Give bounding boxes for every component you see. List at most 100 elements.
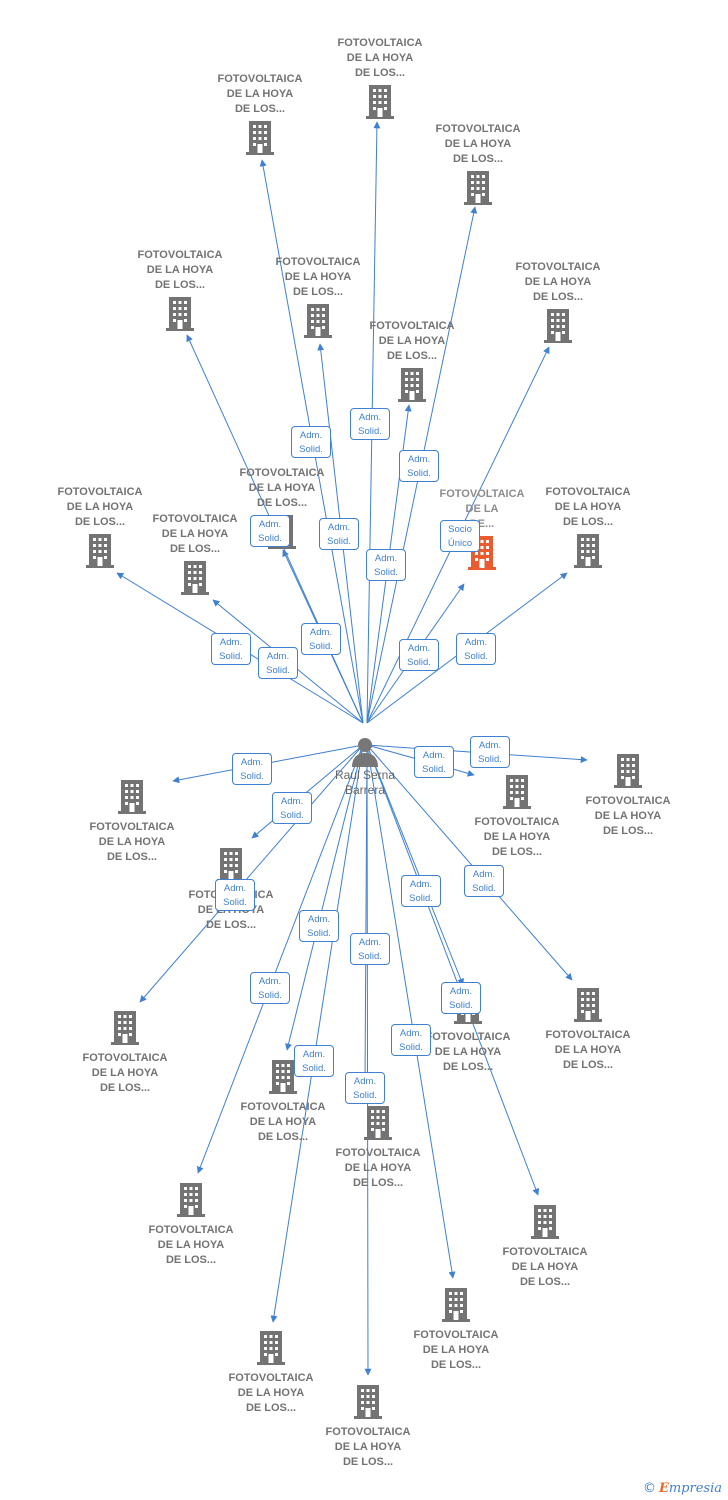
edge-line [366,744,573,981]
edge-line [364,744,372,1376]
relation-badge[interactable]: Adm.Solid. [401,875,441,907]
edge-line [139,744,364,1003]
building-icon [531,1205,559,1239]
relation-badge[interactable]: Adm.Solid. [250,972,290,1004]
relation-badge[interactable]: Adm.Solid. [345,1072,385,1104]
relation-badge[interactable]: Adm.Solid. [399,639,439,671]
relation-badge[interactable]: Adm.Solid. [366,549,406,581]
building-icon [86,534,114,568]
building-icon [503,775,531,809]
relation-badge[interactable]: Adm.Solid. [250,515,290,547]
building-icon [614,754,642,788]
relation-badge[interactable]: Adm.Solid. [350,408,390,440]
building-icon [574,534,602,568]
relation-badge[interactable]: Adm.Solid. [470,736,510,768]
relation-badge[interactable]: Adm.Solid. [399,450,439,482]
edge-line [361,744,369,1084]
relation-badge[interactable]: Adm.Solid. [391,1024,431,1056]
edge-line [285,744,364,1051]
building-icon [217,848,245,882]
building-icon [181,561,209,595]
person-node[interactable]: Raul Serna Barrera [315,736,415,798]
edge-line [366,744,540,1196]
building-icon [177,1183,205,1217]
relation-badge[interactable]: Adm.Solid. [272,792,312,824]
relation-badge[interactable]: Adm.Solid. [258,647,298,679]
building-icon [544,309,572,343]
relation-badge[interactable]: Adm.Solid. [232,753,272,785]
building-icon [257,1331,285,1365]
person-icon [352,738,378,767]
relation-badge[interactable]: Adm.Solid. [350,933,390,965]
relation-badge[interactable]: Adm.Solid. [215,879,255,911]
edge-line [366,744,456,1279]
relation-badge[interactable]: Adm.Solid. [299,910,339,942]
relation-badge[interactable]: Adm.Solid. [414,746,454,778]
edge-line [197,744,364,1174]
building-icon [574,988,602,1022]
building-icon [366,85,394,119]
relation-badge[interactable]: Adm.Solid. [301,623,341,655]
relation-badge[interactable]: Adm.Solid. [464,865,504,897]
relation-badge[interactable]: Adm.Solid. [319,518,359,550]
relation-badge[interactable]: Adm.Solid. [211,633,251,665]
building-icon [304,304,332,338]
edge-line [251,744,364,839]
building-icon [166,297,194,331]
relation-badge[interactable]: Adm.Solid. [291,426,331,458]
edge-line [366,744,464,986]
person-name: Raul Serna Barrera [334,768,396,797]
edge-line [270,744,364,1323]
relation-badge[interactable]: Adm.Solid. [441,982,481,1014]
relation-badge[interactable]: Adm.Solid. [456,633,496,665]
building-icon [442,1288,470,1322]
relation-badge[interactable]: Adm.Solid. [294,1045,334,1077]
building-icon [118,780,146,814]
